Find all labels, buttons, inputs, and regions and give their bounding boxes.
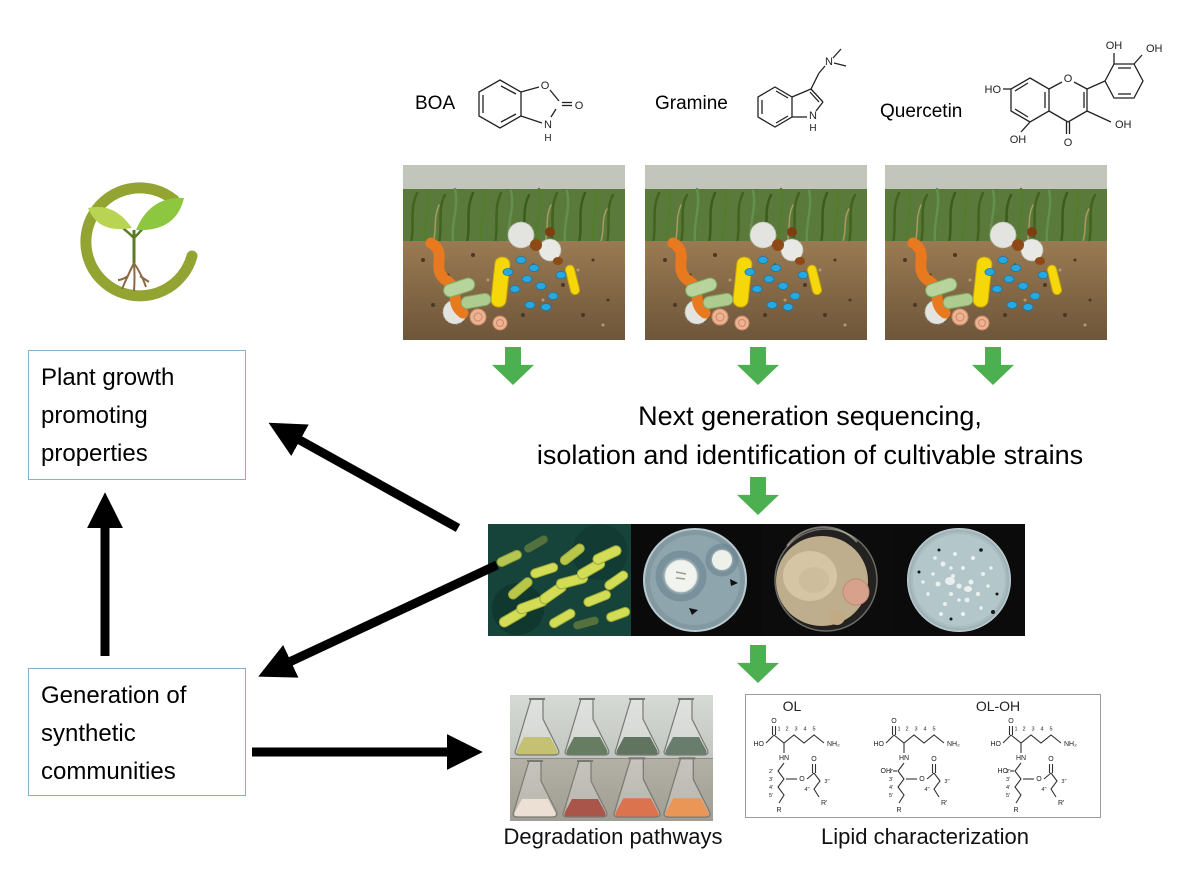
petri-dish-photo-2 — [762, 524, 893, 636]
atom-label-ho: HO — [985, 84, 1001, 96]
compound-label-gramine: Gramine — [655, 93, 728, 114]
green-down-arrow-1 — [492, 347, 534, 385]
arrow-strains-to-synthetic — [258, 560, 499, 678]
atom-label-o: O — [541, 80, 550, 92]
green-down-arrow-3 — [972, 347, 1014, 385]
petri-dish-photo-1 — [631, 524, 762, 636]
soil-photo-boa — [403, 165, 625, 340]
atom-label-n: N — [809, 110, 817, 122]
atom-label-oh: OH — [1115, 119, 1132, 131]
atom-label-n: N — [825, 56, 833, 68]
atom-label-n: N — [544, 119, 552, 131]
atom-label-o: O — [575, 100, 584, 112]
compound-label-boa: BOA — [415, 93, 456, 114]
plant-logo — [80, 182, 198, 302]
logo-swoosh — [80, 182, 198, 302]
lipid-label-oh-extra: OH — [881, 768, 892, 775]
logo-roots — [117, 262, 150, 292]
atom-label-oh: OH — [1010, 134, 1027, 146]
soil-photo-quercetin — [885, 165, 1107, 340]
soil-photos — [403, 165, 1107, 340]
caption-lipid: Lipid characterization — [821, 824, 1029, 849]
gramine-structure: N N H — [757, 48, 847, 134]
ol-oh-structure-1 — [872, 717, 961, 815]
atom-label-o: O — [1064, 137, 1073, 149]
lipid-panel: HO O NH₂ HN O O R R' 1 2 3 4 5 2' 3 — [745, 694, 1101, 818]
lipid-structures: HO O NH₂ HN O O R R' 1 2 3 4 5 2' 3 — [752, 698, 1078, 815]
quercetin-structure: HO OH O O OH OH OH — [985, 40, 1163, 149]
caption-degradation: Degradation pathways — [503, 824, 723, 849]
bacteria-sem-photo — [488, 524, 631, 636]
logo-leaf-right — [136, 197, 184, 231]
petri-dish-photo-3 — [893, 524, 1025, 636]
microbiology-photo-strip — [488, 524, 1025, 636]
arrow-strains-to-plant-growth — [268, 422, 461, 532]
atom-label-oh: OH — [1106, 40, 1123, 52]
ngs-step-line2: isolation and identification of cultivab… — [536, 440, 1084, 471]
green-down-arrow-5 — [737, 645, 779, 683]
synthetic-communities-box: Generation of synthetic communities — [28, 668, 246, 796]
ol-oh-structure-2 — [989, 717, 1078, 815]
atom-label-oh: OH — [1146, 43, 1163, 55]
lipid-header-oloh: OL-OH — [976, 698, 1020, 714]
atom-label-h: H — [809, 123, 816, 134]
atom-label-h: H — [544, 133, 551, 144]
green-down-arrow-2 — [737, 347, 779, 385]
soil-photo-gramine — [645, 165, 867, 340]
compound-label-quercetin: Quercetin — [880, 101, 963, 122]
plant-growth-box: Plant growth promoting properties — [28, 350, 246, 480]
ol-structure-1 — [752, 717, 841, 815]
green-down-arrow-4 — [737, 477, 779, 515]
ngs-step-line1: Next generation sequencing, — [638, 401, 982, 431]
ngs-step-text: Next generation sequencing, isolation an… — [440, 397, 1180, 475]
lipid-header-ol: OL — [783, 698, 802, 714]
boa-structure: O O N H — [478, 79, 584, 144]
flasks-photo — [510, 695, 713, 821]
atom-label-o: O — [1064, 73, 1073, 85]
lipid-label-ho-extra: HO — [998, 768, 1009, 775]
logo-leaf-left — [88, 206, 132, 230]
